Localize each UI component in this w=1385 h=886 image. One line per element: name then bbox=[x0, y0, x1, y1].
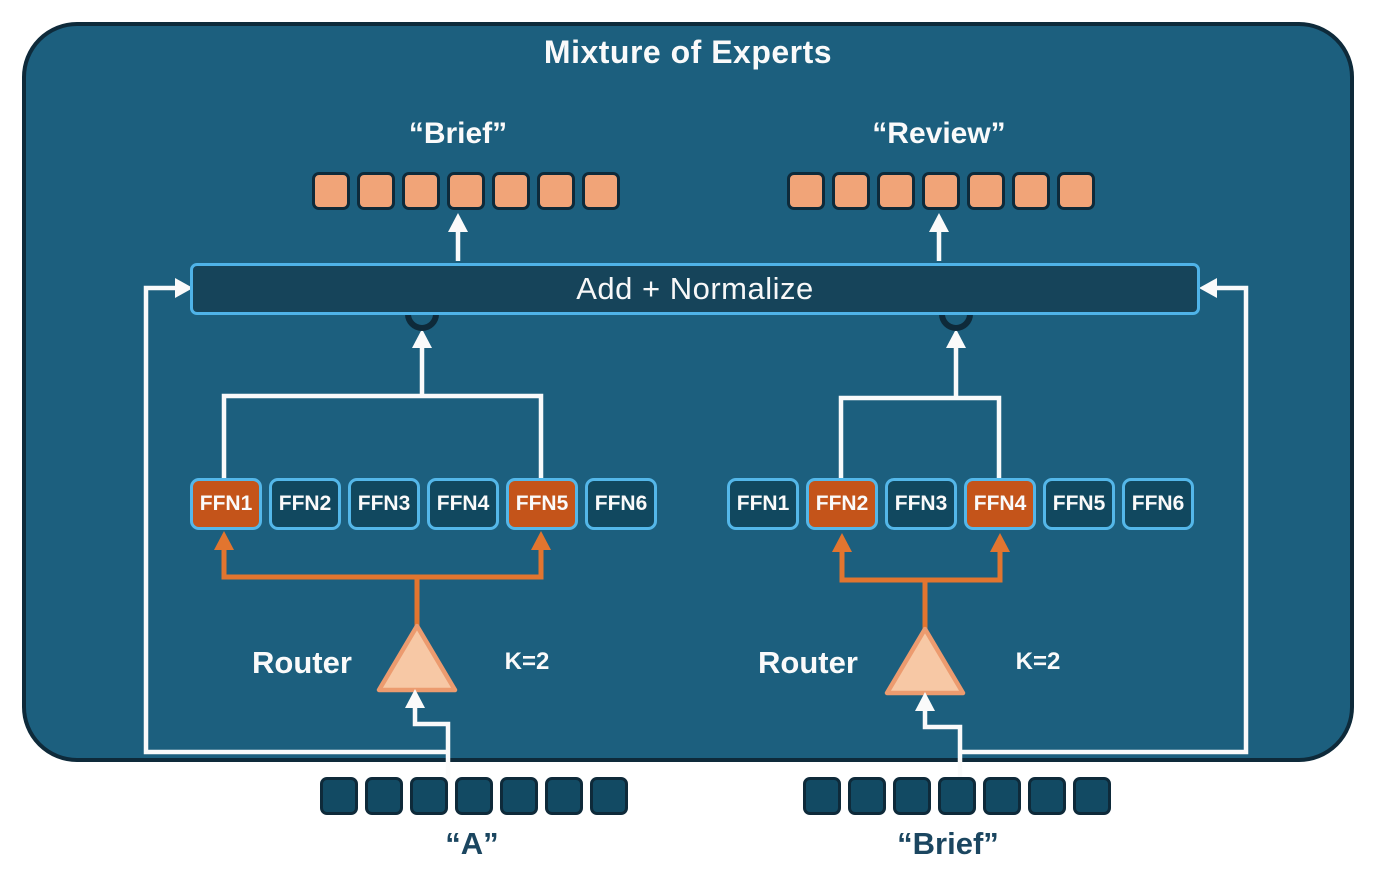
expert-row-right: FFN1 FFN2 FFN3 FFN4 FFN5 FFN6 bbox=[727, 478, 1194, 530]
router-triangle-left bbox=[376, 623, 458, 693]
skip-left-arrowhead bbox=[175, 278, 193, 298]
router-label-right: Router bbox=[758, 645, 858, 680]
merge-arrow-right-head bbox=[946, 329, 966, 348]
output-token bbox=[537, 172, 575, 210]
input-token bbox=[1073, 777, 1111, 815]
input-token bbox=[848, 777, 886, 815]
output-token bbox=[312, 172, 350, 210]
expert-ffn4-right: FFN4 bbox=[964, 478, 1036, 530]
input-token bbox=[803, 777, 841, 815]
output-token bbox=[1012, 172, 1050, 210]
output-label-left: “Brief” bbox=[408, 117, 508, 150]
output-token-row-left bbox=[312, 172, 620, 210]
output-token bbox=[582, 172, 620, 210]
input-token bbox=[1028, 777, 1066, 815]
output-token bbox=[1057, 172, 1095, 210]
router-route-left-arrowhead-ffn1 bbox=[214, 531, 234, 550]
input-token bbox=[938, 777, 976, 815]
expert-ffn1-left: FFN1 bbox=[190, 478, 262, 530]
input-token-row-left bbox=[320, 777, 628, 815]
skip-right-arrowhead bbox=[1199, 278, 1217, 298]
expert-ffn3-left: FFN3 bbox=[348, 478, 420, 530]
input-label-right: “Brief” bbox=[897, 826, 999, 861]
expert-ffn5-left: FFN5 bbox=[506, 478, 578, 530]
expert-ffn5-right: FFN5 bbox=[1043, 478, 1115, 530]
output-token bbox=[357, 172, 395, 210]
input-token bbox=[893, 777, 931, 815]
skip-connection-right bbox=[960, 285, 1249, 755]
expert-ffn2-left: FFN2 bbox=[269, 478, 341, 530]
output-token bbox=[787, 172, 825, 210]
input-token bbox=[590, 777, 628, 815]
output-token bbox=[447, 172, 485, 210]
merge-arrow-left-head bbox=[412, 329, 432, 348]
router-label-left: Router bbox=[252, 645, 352, 680]
input-token bbox=[455, 777, 493, 815]
expert-ffn2-right: FFN2 bbox=[806, 478, 878, 530]
expert-ffn4-left: FFN4 bbox=[427, 478, 499, 530]
output-token bbox=[967, 172, 1005, 210]
input-path-right bbox=[922, 708, 963, 779]
output-label-right: “Review” bbox=[872, 117, 1006, 150]
router-k-left: K=2 bbox=[504, 648, 550, 675]
output-token bbox=[922, 172, 960, 210]
add-normalize-bar: Add + Normalize bbox=[190, 263, 1200, 315]
router-route-right bbox=[839, 547, 1003, 637]
input-token-row-right bbox=[803, 777, 1111, 815]
output-arrow-right-head bbox=[929, 213, 949, 232]
router-triangle-right bbox=[884, 626, 966, 696]
moe-container bbox=[22, 22, 1354, 762]
output-token bbox=[832, 172, 870, 210]
output-token bbox=[877, 172, 915, 210]
expert-ffn1-right: FFN1 bbox=[727, 478, 799, 530]
input-right-arrowhead bbox=[915, 692, 935, 711]
input-path-left bbox=[412, 705, 451, 779]
input-token bbox=[320, 777, 358, 815]
router-route-left-arrowhead-ffn5 bbox=[531, 531, 551, 550]
input-token bbox=[410, 777, 448, 815]
input-token bbox=[983, 777, 1021, 815]
expert-ffn3-right: FFN3 bbox=[885, 478, 957, 530]
expert-ffn6-left: FFN6 bbox=[585, 478, 657, 530]
skip-connection-left bbox=[143, 285, 448, 755]
merge-arc-left bbox=[405, 313, 439, 331]
input-left-arrowhead bbox=[405, 689, 425, 708]
input-token bbox=[500, 777, 538, 815]
output-arrow-left-head bbox=[448, 213, 468, 232]
diagram-title: Mixture of Experts bbox=[543, 34, 833, 70]
expert-bracket-left bbox=[221, 393, 544, 478]
expert-ffn6-right: FFN6 bbox=[1122, 478, 1194, 530]
merge-arc-right bbox=[939, 313, 973, 331]
input-token bbox=[365, 777, 403, 815]
input-token bbox=[545, 777, 583, 815]
output-token-row-right bbox=[787, 172, 1095, 210]
router-route-left bbox=[221, 545, 544, 634]
router-route-right-arrowhead-ffn2 bbox=[832, 533, 852, 552]
expert-row-left: FFN1 FFN2 FFN3 FFN4 FFN5 FFN6 bbox=[190, 478, 657, 530]
output-token bbox=[492, 172, 530, 210]
router-k-right: K=2 bbox=[1015, 648, 1061, 675]
output-token bbox=[402, 172, 440, 210]
add-normalize-label: Add + Normalize bbox=[576, 271, 814, 306]
input-label-left: “A” bbox=[445, 826, 499, 861]
expert-bracket-right bbox=[838, 395, 1002, 478]
router-route-right-arrowhead-ffn4 bbox=[990, 533, 1010, 552]
